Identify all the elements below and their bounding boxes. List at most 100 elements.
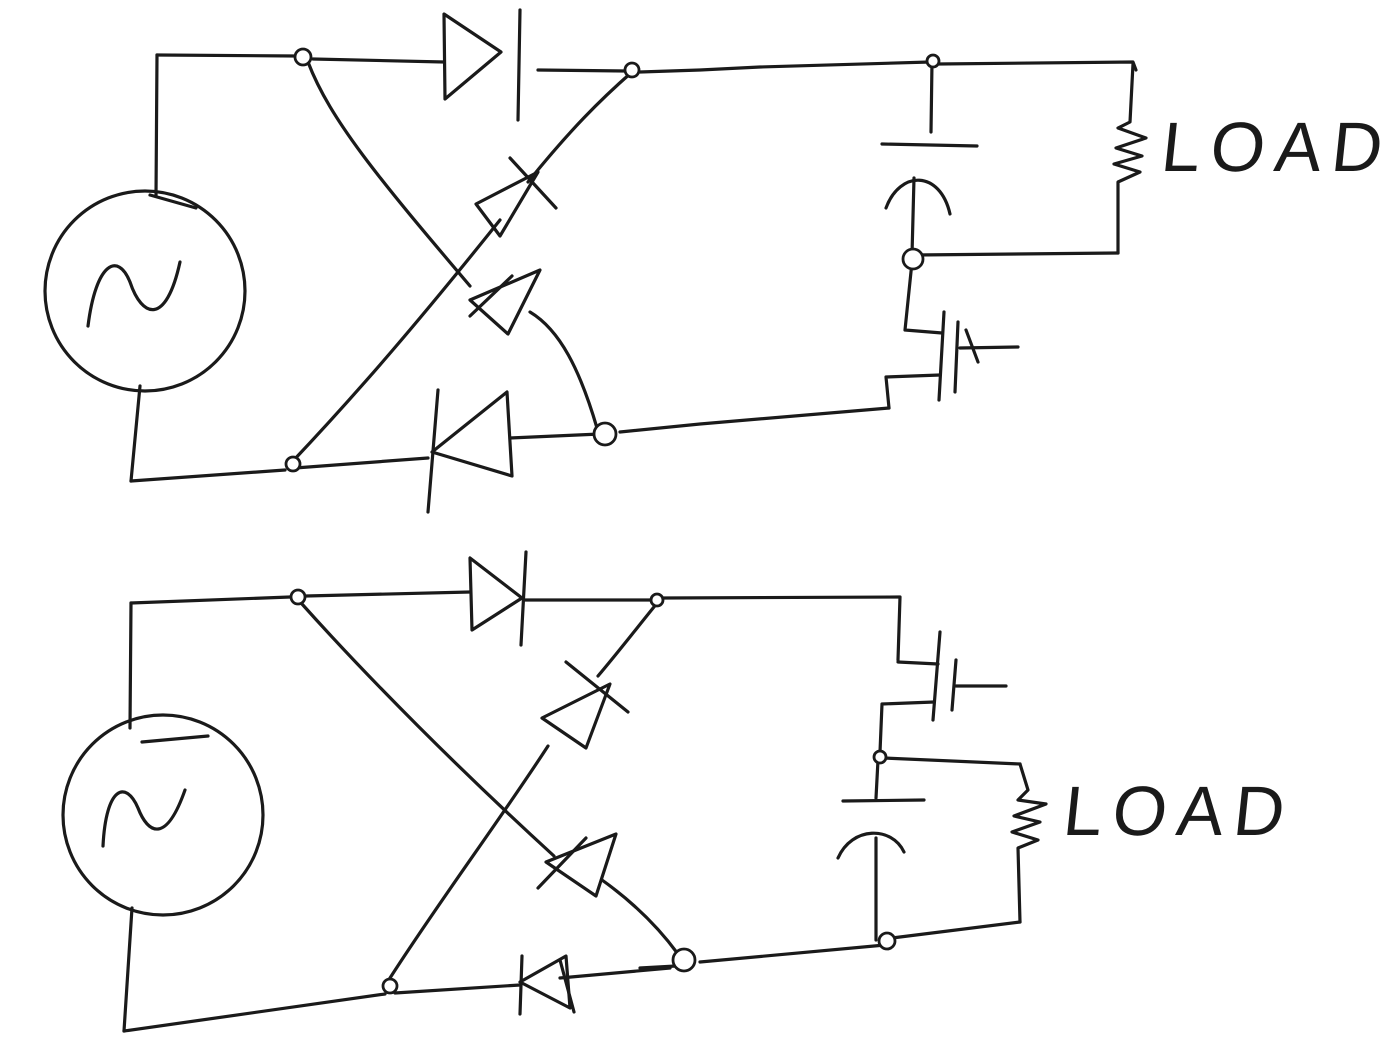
- bottom-source-lead-upper: [128, 601, 133, 730]
- top-diode-upper: [442, 8, 522, 122]
- top-wire-node-b-to-node-c: [638, 60, 932, 74]
- bottom-source-sine-icon: [101, 788, 187, 848]
- bottom-wire-node-c-to-node-d: [698, 943, 887, 964]
- bottom-diode-cross-upper-bar: [564, 660, 630, 714]
- bottom-diode-cross-lower: [536, 832, 618, 898]
- bottom-switch-lead-upper: [896, 660, 940, 666]
- top-wire-node-d-to-diode: [508, 432, 602, 440]
- bottom-node-b: [649, 592, 665, 608]
- top-wire-to-load: [936, 60, 1138, 72]
- bottom-wire-node-a-to-diode: [304, 590, 472, 598]
- bottom-diode-lower: [518, 954, 576, 1016]
- top-switch: [884, 260, 1020, 410]
- top-wire-switch-to-node-d: [618, 406, 891, 434]
- bottom-source-lead-lower: [122, 906, 134, 1033]
- top-diode-cross-lower: [468, 268, 542, 336]
- top-diag-b-lower: [290, 218, 502, 464]
- top-node-b: [623, 61, 641, 79]
- bottom-wire-diode-to-node-e: [393, 983, 522, 995]
- top-load-resistor: [913, 62, 1148, 257]
- top-source-lead-lower: [129, 384, 142, 483]
- bottom-diag-a-upper: [300, 602, 556, 858]
- bottom-diode-cross-upper-triangle: [540, 682, 612, 750]
- top-diode-upper-triangle: [442, 12, 503, 101]
- top-source-sine-icon: [86, 260, 182, 328]
- top-wire-load-return: [913, 251, 1120, 257]
- top-diode-cross-lower-triangle: [468, 268, 542, 336]
- bottom-diag-b-upper: [596, 600, 660, 678]
- top-node-e: [284, 455, 302, 473]
- bottom-diode-cross-lower-triangle: [544, 832, 618, 898]
- top-diode-cross-upper-triangle: [474, 170, 540, 238]
- bottom-diode-lower-mark: [558, 958, 576, 1014]
- top-diode-cross-lower-bar: [468, 274, 514, 318]
- top-switch-actuator-mark: [964, 328, 980, 364]
- bottom-load-label: LOAD: [1059, 772, 1299, 850]
- top-capacitor: [880, 60, 979, 257]
- bottom-node-d: [671, 947, 697, 973]
- bottom-ac-source: [61, 601, 265, 1033]
- bottom-diode-upper: [468, 550, 528, 647]
- top-source-circle: [43, 189, 247, 393]
- top-load-label: LOAD: [1157, 108, 1392, 186]
- bottom-wire-node-d-stub: [638, 964, 678, 970]
- bottom-switch-contact-left: [931, 630, 942, 722]
- bottom-node-e: [381, 977, 399, 995]
- bottom-cap-plate-flat: [841, 798, 926, 803]
- top-cap-lead-upper: [929, 60, 934, 134]
- bottom-diag-b-lower: [388, 744, 550, 980]
- top-node-d: [592, 421, 618, 447]
- bottom-switch-lead-lower: [878, 700, 936, 754]
- top-diag-a-upper: [306, 60, 472, 288]
- top-load-zigzag: [1112, 62, 1148, 255]
- top-diode-lower-triangle: [430, 390, 514, 478]
- bottom-wire-to-load: [882, 756, 1022, 766]
- bottom-node-a: [289, 588, 307, 606]
- top-wire-diode-to-node-e: [293, 456, 430, 470]
- bottom-load-resistor: [890, 762, 1048, 940]
- bottom-switch-contact-right: [950, 658, 958, 712]
- top-source-top-mark: [148, 193, 198, 210]
- bottom-switch: [878, 630, 1008, 754]
- bottom-circuit: [61, 550, 1048, 1033]
- top-switch-lead-upper: [903, 260, 944, 335]
- bottom-wire-load-return: [890, 920, 1022, 940]
- top-node-cap-bottom: [901, 247, 925, 271]
- top-diode-cross-upper: [474, 156, 558, 238]
- top-cap-plate-flat: [880, 142, 979, 148]
- top-diag-a-lower: [528, 310, 599, 430]
- bottom-cap-lead-upper: [874, 758, 880, 800]
- top-cap-plate-curved: [884, 178, 952, 216]
- bottom-source-top-mark: [140, 734, 210, 744]
- top-node-a: [293, 47, 313, 67]
- top-diag-b-upper: [526, 70, 634, 184]
- bottom-diode-lower-triangle: [518, 954, 572, 1010]
- bottom-diag-a-lower: [600, 878, 680, 956]
- top-ac-source: [43, 53, 247, 483]
- bottom-wire-source-to-node-a: [129, 595, 292, 605]
- bottom-node-c: [877, 931, 897, 951]
- top-diode-lower: [426, 388, 514, 514]
- top-switch-contact-right: [953, 320, 960, 394]
- bottom-load-zigzag: [1010, 762, 1048, 924]
- bottom-node-junction: [872, 749, 888, 765]
- top-diode-cross-upper-bar: [508, 156, 558, 210]
- top-wire-node-a-to-diode: [311, 57, 446, 64]
- bottom-wire-node-b-to-switch: [662, 595, 902, 662]
- top-circuit: [43, 8, 1148, 514]
- top-cap-lead-lower: [910, 176, 916, 257]
- bottom-source-circle: [61, 713, 265, 917]
- top-switch-contact-left: [937, 310, 946, 402]
- top-node-c: [925, 53, 941, 69]
- bottom-capacitor: [836, 758, 926, 942]
- bottom-wire-node-d-to-diode: [558, 966, 672, 980]
- bottom-wire-node-e-to-source: [122, 992, 387, 1033]
- top-diode-lower-bar: [426, 388, 440, 514]
- top-wire-source-to-node-a: [155, 53, 298, 58]
- top-wire-node-e-to-source: [129, 468, 287, 483]
- bottom-diode-cross-upper: [540, 660, 630, 750]
- top-switch-lead-lower: [884, 373, 942, 410]
- bottom-diode-cross-lower-bar: [536, 836, 588, 890]
